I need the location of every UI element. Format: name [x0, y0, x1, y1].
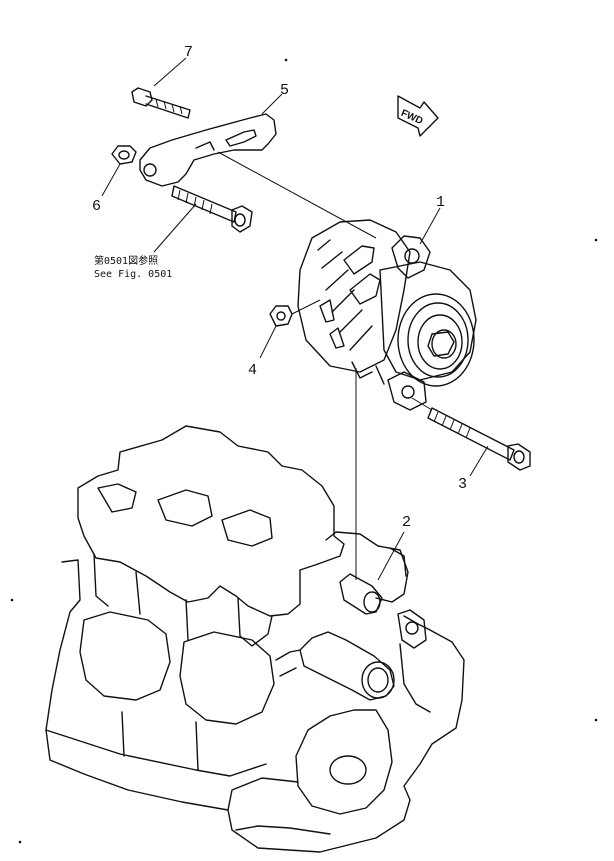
nut-part-4 [269, 305, 293, 327]
spacer-part-2 [339, 573, 383, 615]
alignment-line-nut [291, 299, 321, 315]
bolt-part-7 [131, 87, 191, 119]
scan-dot [10, 598, 14, 602]
scan-dot [594, 718, 598, 722]
scan-dot [18, 840, 22, 844]
reference-note-jp: 第0501図参照 [94, 254, 158, 267]
alternator-part-1 [297, 219, 477, 411]
callout-1: 1 [436, 194, 445, 211]
callout-2: 2 [402, 514, 411, 531]
scan-dot [284, 58, 288, 62]
leader-line-7 [153, 57, 187, 87]
alignment-line-bolt3 [411, 397, 433, 411]
bolt-part-3 [427, 407, 531, 471]
leader-line-ref [153, 203, 197, 253]
alignment-line-upper [217, 151, 377, 239]
scan-dot [594, 238, 598, 242]
callout-3: 3 [458, 476, 467, 493]
leader-line-6 [101, 163, 121, 197]
callout-4: 4 [248, 362, 257, 379]
leader-line-1 [419, 207, 441, 245]
callout-6: 6 [92, 198, 101, 215]
leader-line-2 [377, 531, 405, 581]
leader-line-3 [469, 445, 489, 477]
washer-part-6 [111, 145, 137, 165]
reference-note-en: See Fig. 0501 [94, 269, 172, 280]
leader-line-5 [261, 93, 283, 115]
forward-arrow-icon: FWD [397, 95, 439, 137]
engine-block [45, 425, 465, 853]
callout-5: 5 [280, 82, 289, 99]
bolt-see-fig-0501 [171, 185, 253, 233]
bracket-part-5 [139, 113, 277, 187]
callout-7: 7 [184, 44, 193, 61]
leader-line-4 [259, 325, 277, 359]
